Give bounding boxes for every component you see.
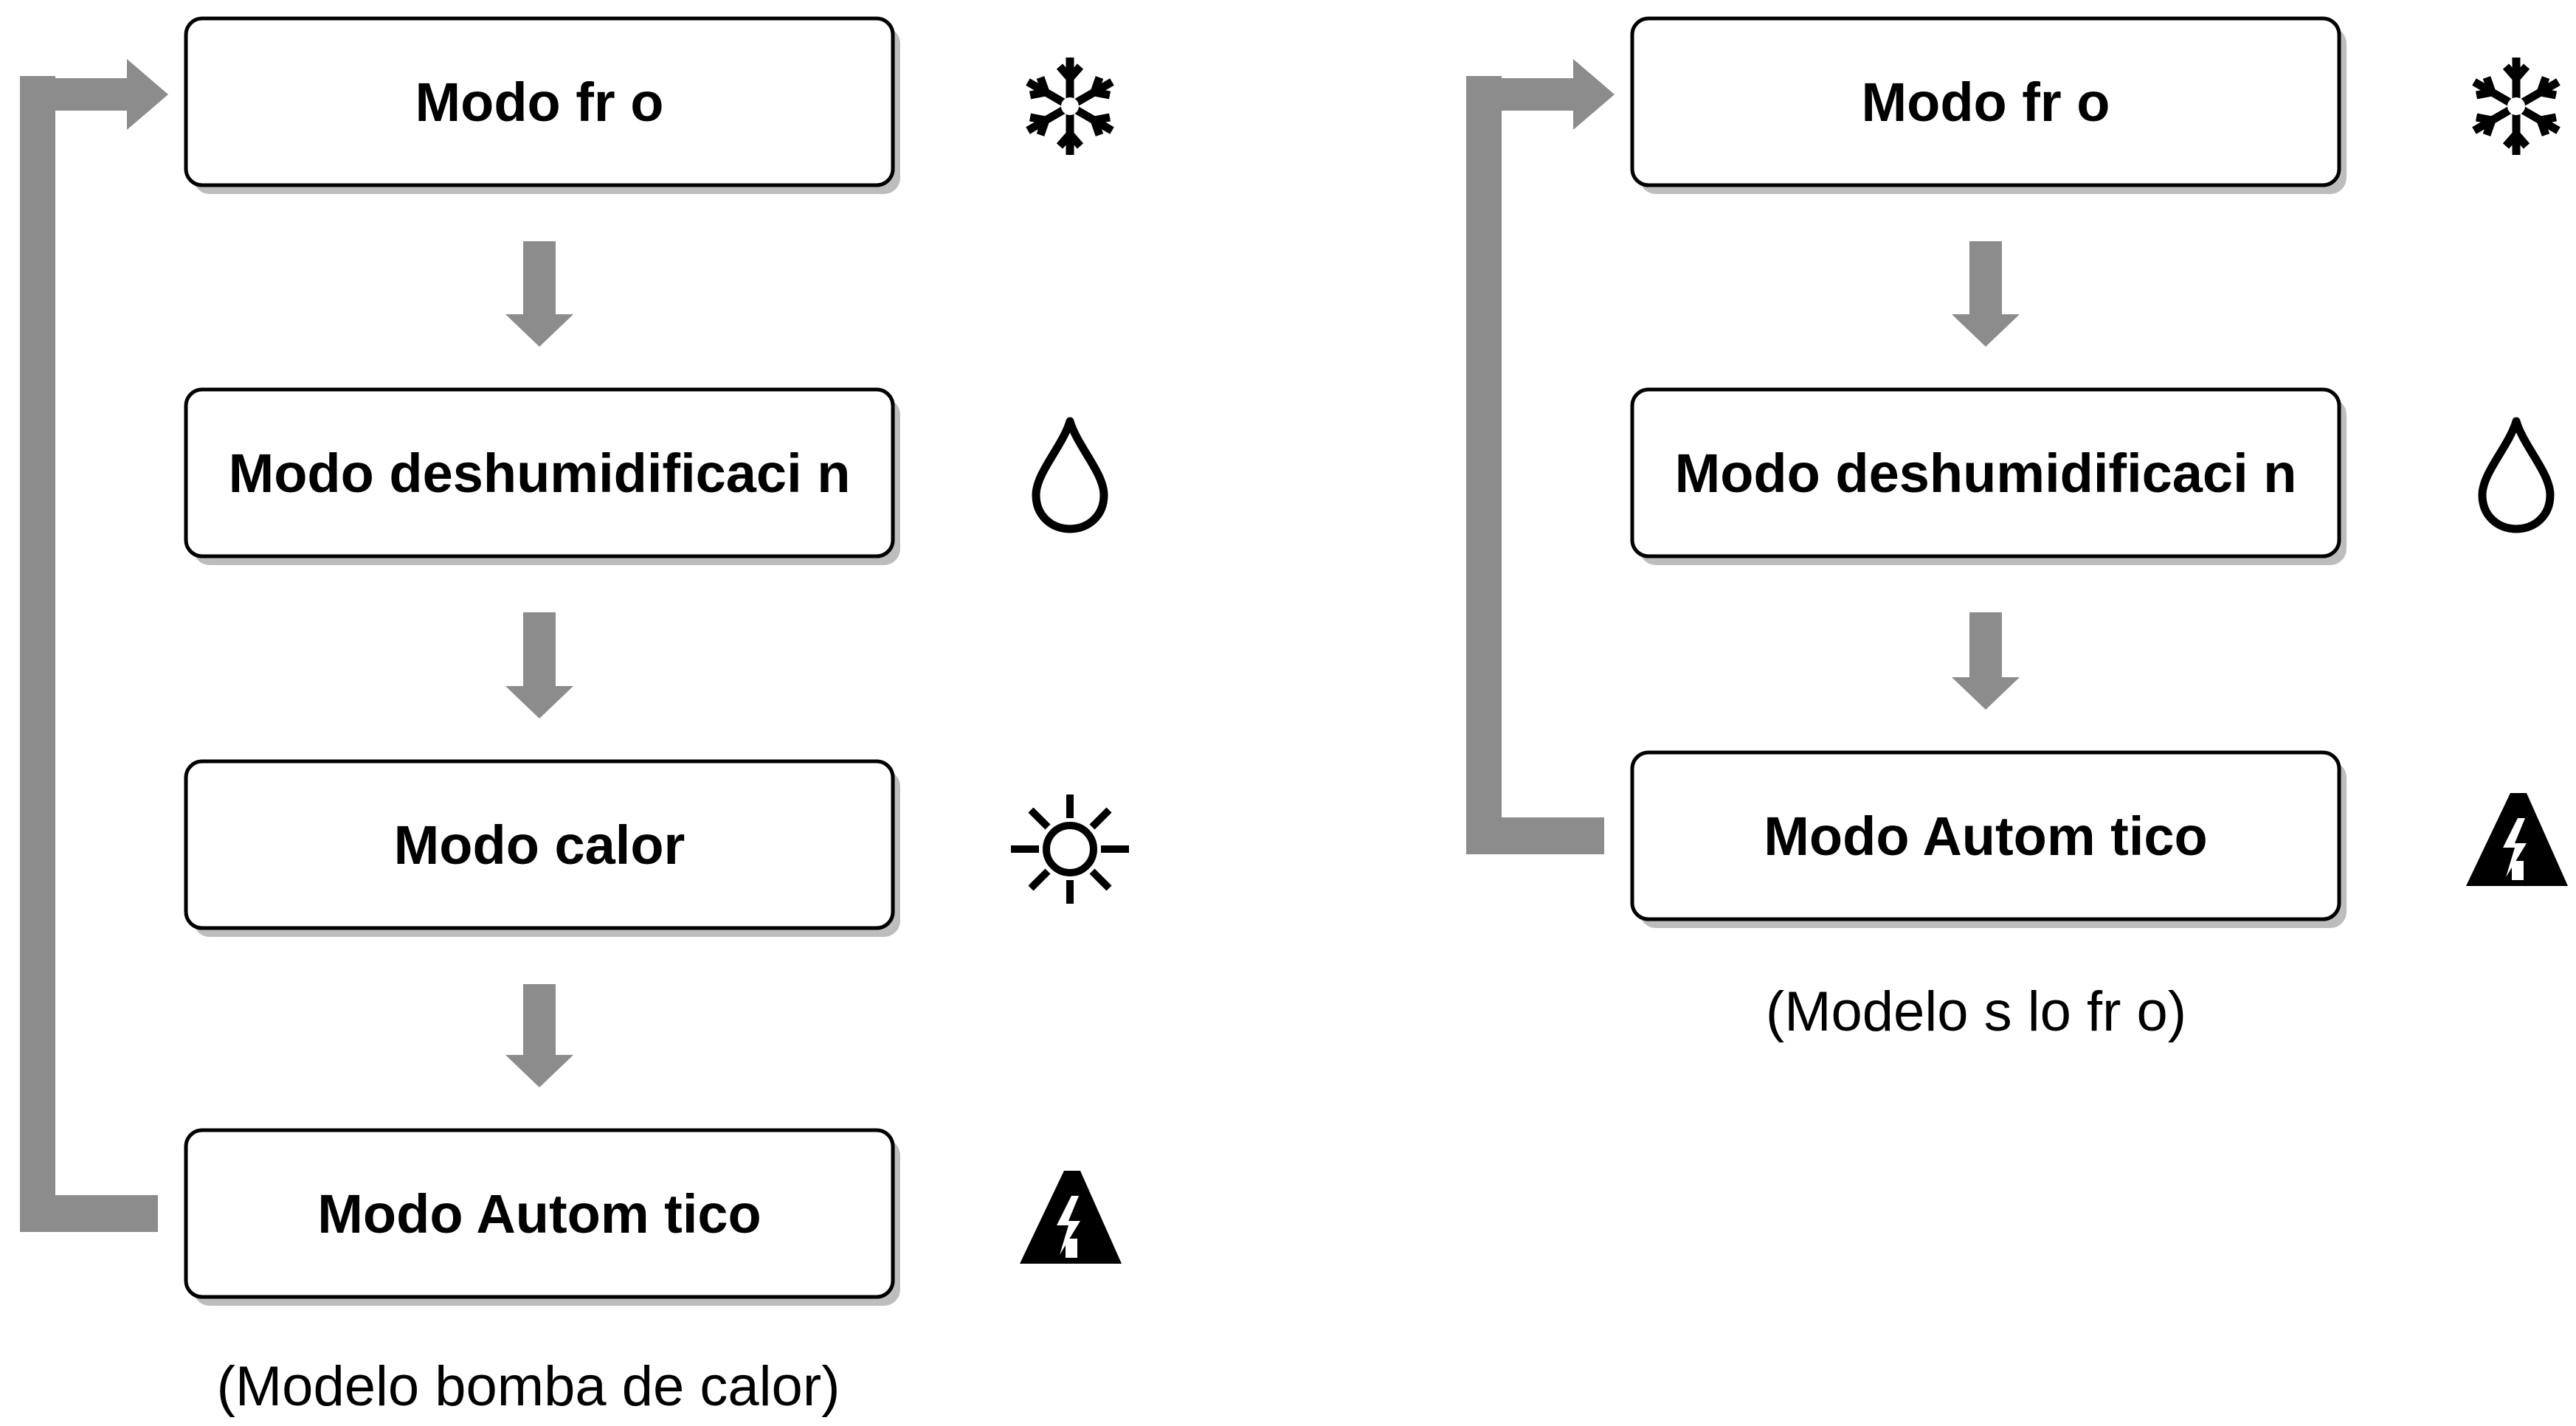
- mode-label: Modo calor: [394, 814, 686, 876]
- loop-return-vertical-segment: [1466, 76, 1502, 854]
- water-drop-icon: [1036, 421, 1104, 529]
- loop-return-arrowhead: [1573, 59, 1615, 130]
- mode-label: Modo deshumidificaci n: [1675, 443, 2297, 504]
- down-arrow-shaft: [523, 241, 556, 317]
- mode-label: Modo fr o: [1861, 72, 2110, 133]
- loop-return-top-segment: [20, 78, 134, 111]
- auto-mode-icon: [2466, 793, 2568, 886]
- mode-box: [1630, 16, 2341, 187]
- mode-box: [1630, 750, 2341, 921]
- water-drop-icon: [2482, 421, 2550, 529]
- down-arrow-shaft: [523, 984, 556, 1058]
- snowflake-icon: [2474, 58, 2558, 155]
- down-arrow-shaft: [1969, 241, 2002, 317]
- heat-pump-diagram: Modo fr o Modo deshumidificaci n Modo calo…: [20, 16, 1129, 1418]
- down-arrow-shaft: [1969, 612, 2002, 680]
- model-caption: (Modelo s lo fr o): [1766, 980, 2186, 1043]
- auto-mode-icon: [1020, 1171, 1122, 1264]
- mode-box: [1630, 387, 2341, 558]
- down-arrow-shaft: [523, 612, 556, 689]
- loop-return-vertical-segment: [20, 76, 55, 1232]
- mode-label: Modo deshumidificaci n: [229, 443, 851, 504]
- down-arrow-head: [505, 1055, 573, 1087]
- mode-box: [184, 387, 895, 558]
- down-arrow-head: [1952, 314, 2020, 347]
- mode-label: Modo Autom tico: [317, 1183, 761, 1245]
- mode-box: [184, 1128, 895, 1299]
- down-arrow-head: [505, 686, 573, 719]
- loop-return-arrowhead: [127, 59, 168, 130]
- mode-box: [184, 16, 895, 187]
- loop-return-top-segment: [1466, 78, 1581, 111]
- mode-label: Modo fr o: [415, 72, 663, 133]
- mode-box: [184, 759, 895, 930]
- model-caption: (Modelo bomba de calor): [217, 1355, 840, 1418]
- sun-icon: [1011, 795, 1129, 904]
- down-arrow-head: [505, 314, 573, 347]
- snowflake-icon: [1028, 58, 1112, 155]
- down-arrow-head: [1952, 677, 2020, 710]
- cooling-only-diagram: Modo fr o Modo deshumidificaci n Modo Auto…: [1466, 16, 2568, 1043]
- mode-label: Modo Autom tico: [1764, 806, 2207, 867]
